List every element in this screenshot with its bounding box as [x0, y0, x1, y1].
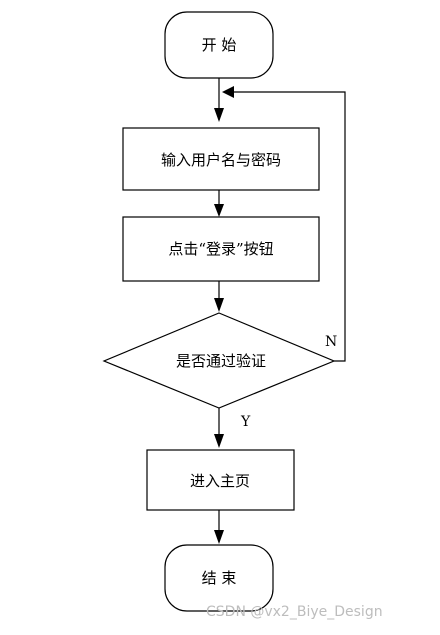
edge-no-label: N	[325, 334, 337, 350]
end-node: 结 束	[164, 544, 274, 612]
edge-decision-no-loop	[224, 91, 346, 362]
input-credentials-label: 输入用户名与密码	[161, 151, 281, 169]
arrowhead-home-to-end	[214, 530, 224, 544]
arrowhead-input-to-click	[214, 204, 224, 217]
enter-home-label: 进入主页	[190, 472, 250, 490]
decision-node: 是否通过验证	[102, 312, 336, 409]
watermark-text: CSDN @vx2_Biye_Design	[206, 604, 383, 620]
decision-label: 是否通过验证	[176, 352, 266, 370]
click-login-node: 点击“登录”按钮	[122, 216, 320, 282]
enter-home-node: 进入主页	[146, 449, 295, 511]
arrowhead-start-to-input	[214, 108, 224, 122]
end-label: 结 束	[202, 569, 237, 587]
edge-yes-label: Y	[240, 414, 251, 430]
input-credentials-node: 输入用户名与密码	[122, 127, 320, 191]
arrowhead-click-to-decision	[214, 298, 224, 312]
arrowhead-decision-to-home	[214, 434, 224, 448]
click-login-label: 点击“登录”按钮	[168, 240, 273, 258]
start-label: 开 始	[202, 36, 237, 54]
start-node: 开 始	[164, 11, 274, 79]
